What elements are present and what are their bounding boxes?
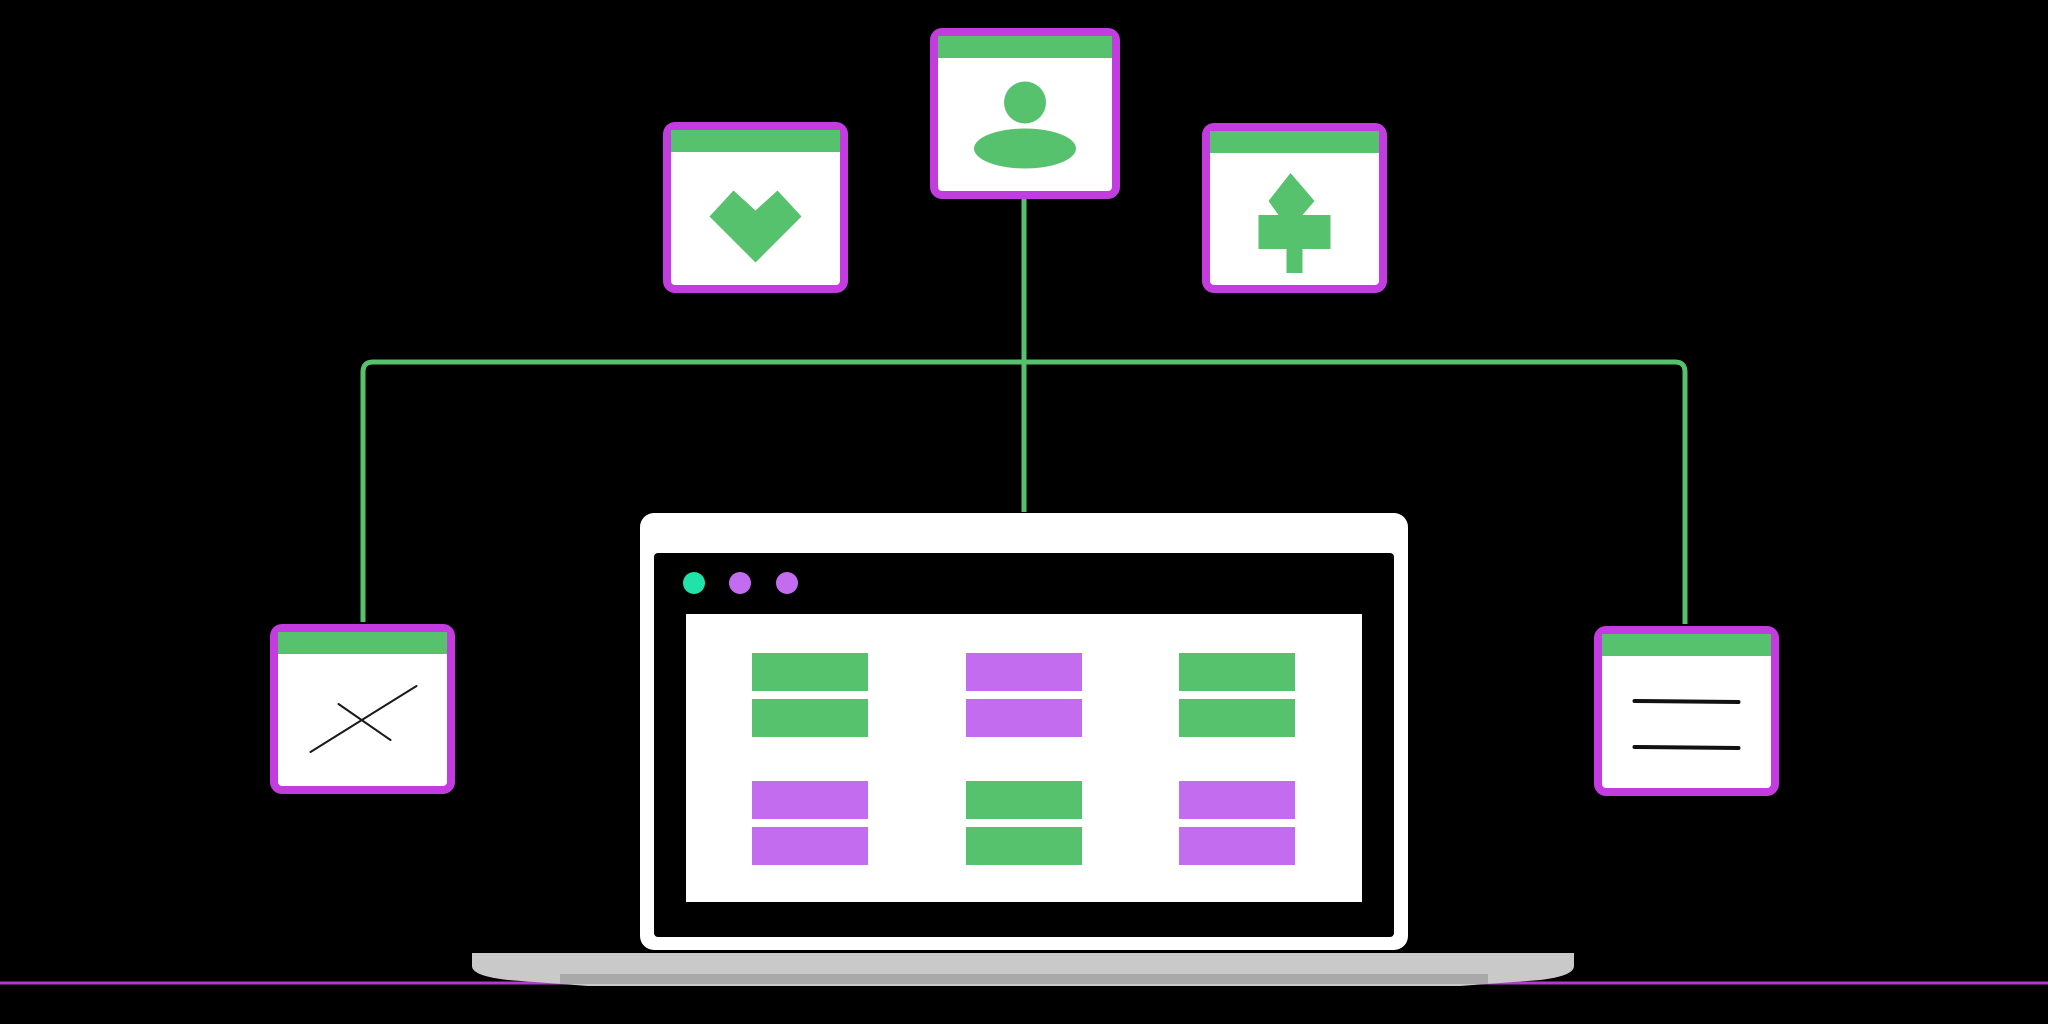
- grid-tile-1[interactable]: [752, 653, 868, 737]
- cross-icon: [309, 685, 418, 753]
- user-icon-head: [1004, 81, 1046, 124]
- user-icon-body: [974, 128, 1076, 169]
- connector-branch-left: [360, 359, 1024, 622]
- tree-icon-top: [1268, 173, 1315, 215]
- grid-tile-bar-top: [1179, 653, 1295, 691]
- grid-tile-bar-bottom: [752, 699, 868, 737]
- heart-card[interactable]: [663, 122, 848, 293]
- tree-icon-trunk: [1286, 247, 1303, 273]
- cross-icon-stroke-1: [309, 685, 418, 753]
- menu-lines-icon: [1632, 699, 1741, 750]
- window-dot-purple-1[interactable]: [729, 572, 751, 594]
- grid-tile-2[interactable]: [966, 653, 1082, 737]
- grid-tile-bar-bottom: [1179, 827, 1295, 865]
- connector-branch-right: [1024, 359, 1688, 624]
- card-body: [671, 130, 840, 285]
- card-body: [1602, 634, 1771, 788]
- card-header-bar: [1210, 131, 1379, 153]
- card-header-bar: [1602, 634, 1771, 656]
- menu-card[interactable]: [1594, 626, 1779, 796]
- connector-lines: [360, 198, 1688, 624]
- cross-icon-stroke-2: [337, 703, 392, 741]
- grid-tile-3[interactable]: [1179, 653, 1295, 737]
- grid-tile-6[interactable]: [1179, 781, 1295, 865]
- grid-tile-bar-bottom: [752, 827, 868, 865]
- grid-tile-bar-bottom: [1179, 699, 1295, 737]
- grid-tile-bar-top: [1179, 781, 1295, 819]
- grid-tile-bar-top: [752, 653, 868, 691]
- grid-tile-bar-top: [752, 781, 868, 819]
- cross-card[interactable]: [270, 624, 455, 794]
- user-card[interactable]: [930, 28, 1120, 199]
- card-header-bar: [938, 36, 1112, 58]
- tree-card[interactable]: [1202, 123, 1387, 293]
- card-header-bar: [278, 632, 447, 654]
- menu-line-2: [1632, 745, 1741, 750]
- laptop: [640, 513, 1408, 950]
- heart-icon: [709, 190, 802, 263]
- grid-tile-bar-top: [966, 781, 1082, 819]
- grid-tile-bar-top: [966, 653, 1082, 691]
- card-body: [278, 632, 447, 786]
- laptop-base: [472, 953, 1574, 986]
- window-dot-purple-2[interactable]: [776, 572, 798, 594]
- menu-line-1: [1632, 699, 1741, 704]
- laptop-base-shadow: [560, 974, 1488, 984]
- content-grid: [752, 653, 1295, 865]
- card-header-bar: [671, 130, 840, 152]
- grid-tile-5[interactable]: [966, 781, 1082, 865]
- node-cards: [270, 28, 1779, 796]
- grid-tile-bar-bottom: [966, 699, 1082, 737]
- user-icon: [974, 81, 1076, 169]
- grid-tile-4[interactable]: [752, 781, 868, 865]
- window-dot-teal[interactable]: [683, 572, 705, 594]
- tree-icon-branch: [1258, 215, 1331, 249]
- tree-icon: [1258, 173, 1331, 273]
- grid-tile-bar-bottom: [966, 827, 1082, 865]
